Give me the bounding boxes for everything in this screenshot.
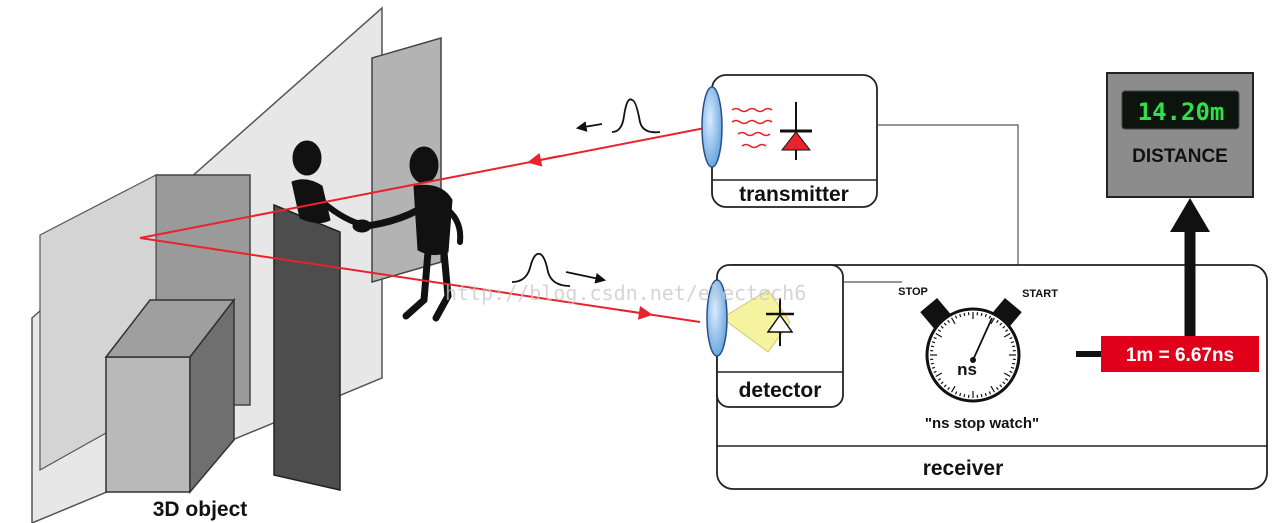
detector-lens-icon [706,279,728,357]
person-right-figure [352,146,464,322]
stopwatch-tick [1005,378,1009,381]
stopwatch-tick [943,322,947,326]
stopwatch-tick [990,385,996,393]
stopwatch-face-text: ns [957,360,977,379]
outgoing-beam [139,126,711,239]
detector-label: detector [739,379,822,402]
stopwatch-tick [954,315,958,319]
receiver-module: receiver detector ns STOP START "ns stop… [706,264,1268,490]
start-wire [877,124,1019,288]
stopwatch-tick [988,315,992,319]
outgoing-pulse [575,98,661,134]
return-beam-arrow [619,305,653,320]
receiver-label: receiver [923,457,1004,480]
transmitter-lens-icon [701,86,723,168]
stopwatch-tick [1009,370,1013,374]
outgoing-beam-arrow [527,152,561,167]
stopwatch-tick [963,312,966,316]
conversion-box [1101,336,1259,372]
ns-stopwatch: ns STOP START "ns stop watch" [898,286,1058,432]
stopwatch-tick [931,341,936,344]
stopwatch-tick [930,345,934,348]
stopwatch-tick [959,392,962,397]
watermark-text: http://blog.csdn.net/electech6 [445,281,806,305]
detector-light-cone [721,289,791,353]
dark-panel [273,203,341,491]
laser-light-icon [731,107,773,149]
stopwatch-tick [935,372,943,378]
stopwatch-tick [940,325,944,329]
return-pulse [511,252,607,287]
laser-diode-icon [780,102,812,160]
stopwatch-tick [1005,329,1009,332]
stopwatch-tick [990,317,996,325]
stopwatch-tick [950,385,956,393]
stopwatch-tick [1012,362,1016,365]
stopwatch-tick [1009,336,1013,340]
stopwatch-tick [984,313,987,318]
stopwatch-tick [1010,366,1015,369]
display-screen [1121,90,1240,130]
transmitter-label: transmitter [739,183,849,206]
stopwatch-tick [947,319,950,323]
stopwatch-ticks [930,312,1016,398]
box-side [189,297,235,495]
stopwatch-face [925,307,1021,403]
start-label: START [1022,288,1058,300]
distance-display: 14.20m DISTANCE [1106,72,1254,198]
stopwatch-tick [1002,381,1006,385]
stopwatch-tick [996,387,999,391]
stopwatch-tick [937,329,941,332]
stopwatch-tick [937,378,941,381]
stopwatch-tick [930,362,934,365]
distance-title: DISTANCE [1132,146,1228,167]
transmitter-module: transmitter [701,74,878,208]
stopwatch-tick [943,384,947,388]
object-label: 3D object [153,498,248,521]
stopwatch-tick [1003,332,1011,338]
stopwatch-tick [980,394,983,398]
stopwatch-tick [963,394,966,398]
stopwatch-tick [947,387,950,391]
stopwatch-tick [988,391,992,395]
3d-object-scene [31,6,464,523]
stopwatch-tick [1002,325,1006,329]
return-beam [139,237,701,323]
output-arrow [1170,198,1210,336]
stopwatch-tick [931,366,936,369]
stopwatch-tick [950,317,956,325]
stopwatch-tick [954,391,958,395]
stopwatch-tick [1010,341,1015,344]
stopwatch-hand [972,317,993,361]
stopwatch-tick [999,322,1003,326]
stopwatch-tick [984,392,987,397]
photodiode-icon [766,298,794,346]
stopwatch-tick [940,381,944,385]
stopwatch-tick [980,312,983,316]
conversion-label: 1m = 6.67ns [1126,345,1234,366]
stop-label: STOP [898,286,928,298]
stopwatch-tick [1003,372,1011,378]
laser-beams [139,126,711,323]
stopwatch-tick [935,332,943,338]
distance-reading: 14.20m [1138,98,1225,126]
box-front [105,356,191,493]
stopwatch-tick [999,384,1003,388]
stopwatch-tick [996,319,999,323]
stopwatch-tick [1012,345,1016,348]
stopwatch-tick [959,313,962,318]
stopwatch-caption: "ns stop watch" [925,415,1039,432]
stopwatch-tick [933,370,937,374]
stopwatch-tick [933,336,937,340]
